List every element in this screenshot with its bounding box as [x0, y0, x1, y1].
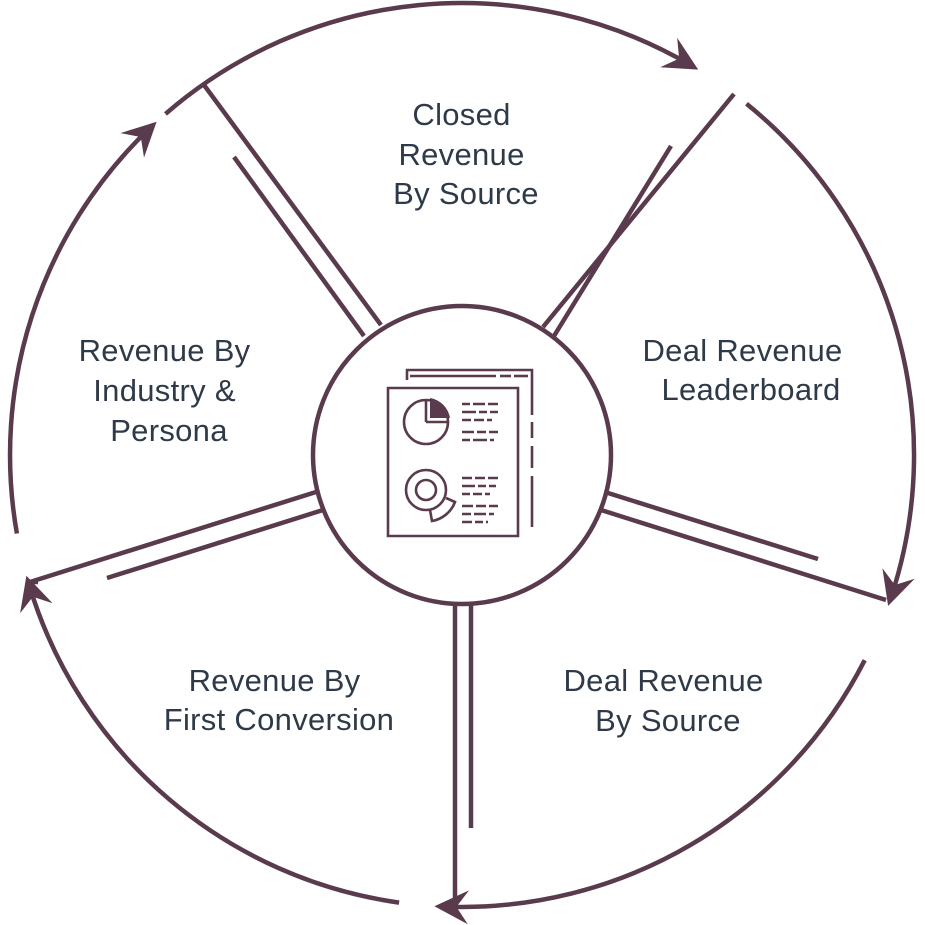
arrow-left-icon — [434, 890, 469, 925]
arrow-up-icon — [20, 575, 53, 614]
outer-cycle-ring — [7, 0, 917, 910]
segment-label-closed-revenue-by-source: Closed Revenue By Source — [393, 97, 539, 211]
label-line: By Source — [595, 703, 741, 738]
divider-rail — [29, 489, 317, 585]
label-line: Leaderboard — [661, 372, 840, 407]
segment-label-deal-revenue-leaderboard: Deal Revenue Leaderboard — [643, 333, 852, 407]
segment-label-revenue-by-first-conversion: Revenue By First Conversion — [164, 663, 394, 737]
cycle-arrowheads — [20, 37, 915, 925]
outer-arc — [7, 128, 150, 534]
arrow-up-right-icon — [120, 121, 157, 158]
outer-arc — [745, 101, 917, 596]
label-line: By Source — [393, 176, 539, 211]
label-line: Deal Revenue — [564, 663, 764, 698]
label-line: First Conversion — [164, 702, 394, 737]
segment-dividers — [29, 83, 887, 905]
label-line: Deal Revenue — [643, 333, 843, 368]
arrow-down-icon — [882, 568, 915, 606]
label-line: Revenue By — [79, 333, 251, 368]
divider-rail — [552, 144, 673, 338]
divider-rail — [232, 155, 366, 338]
divider-rail — [202, 83, 383, 327]
label-line: Industry & — [93, 373, 236, 408]
label-line: Revenue By — [189, 663, 361, 698]
outer-arc — [164, 0, 690, 116]
outer-arc — [27, 586, 400, 905]
label-line: Persona — [110, 413, 228, 448]
segment-label-revenue-by-industry-persona: Revenue By Industry & Persona — [79, 333, 260, 448]
divider-rail — [106, 507, 324, 581]
report-document-icon — [386, 368, 534, 538]
segment-label-deal-revenue-by-source: Deal Revenue By Source — [564, 663, 773, 738]
divider-rail — [600, 507, 887, 603]
center-hub — [310, 303, 614, 607]
label-line: Closed — [412, 97, 510, 132]
divider-rail — [541, 92, 736, 329]
divider-rail — [607, 490, 819, 562]
outer-arc — [446, 659, 867, 910]
arrow-right-icon — [660, 37, 699, 70]
label-line: Revenue — [398, 137, 524, 172]
